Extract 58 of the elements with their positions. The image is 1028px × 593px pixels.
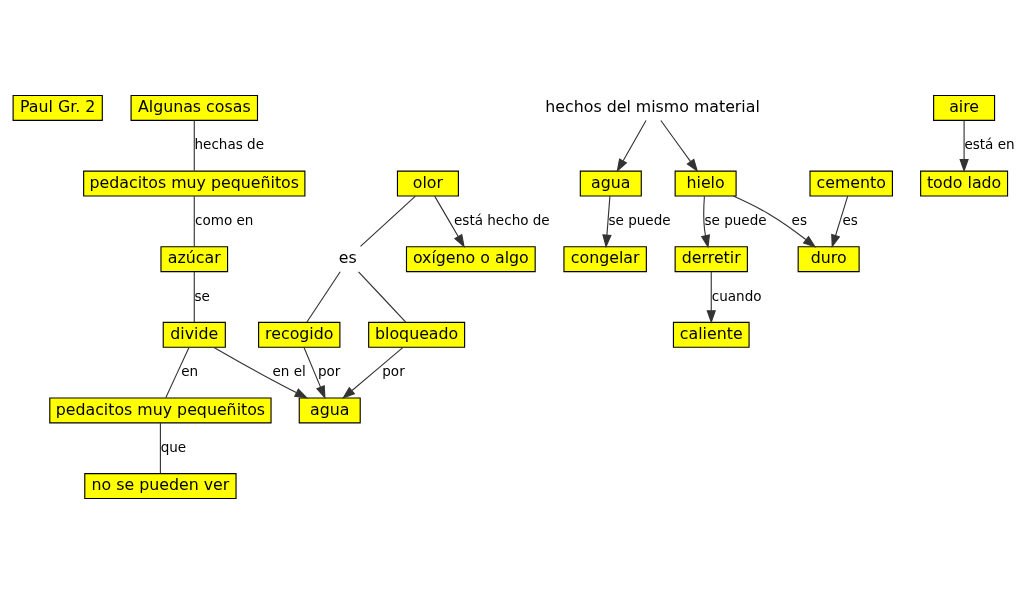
edge-label: hechas de: [194, 135, 265, 152]
edge-label: está en: [964, 135, 1015, 152]
node-text: es: [338, 247, 357, 267]
arrow: [959, 119, 969, 172]
node-box: recogido: [258, 321, 341, 348]
node-text: hechos del mismo material: [545, 96, 760, 116]
arrow: [732, 195, 817, 248]
arrow: [660, 119, 699, 172]
connector: [306, 270, 341, 323]
edge-label: por: [382, 362, 405, 379]
arrow: [700, 195, 711, 248]
node-box: azúcar: [160, 245, 229, 272]
connector: [193, 270, 195, 323]
node-box: derretir: [674, 245, 748, 272]
edge-label: en el: [272, 362, 306, 379]
edge-label: se puede: [608, 211, 671, 228]
connector: [358, 270, 407, 323]
node-box: Algunas cosas: [130, 94, 259, 121]
node-box: agua: [298, 396, 361, 423]
edge-label: por: [317, 362, 341, 379]
arrow: [602, 195, 612, 248]
connector: [193, 119, 195, 171]
arrow: [706, 270, 716, 324]
node-box: pedacitos muy pequeñitos: [83, 170, 306, 197]
edge-label: se puede: [704, 211, 767, 228]
node-box: duro: [797, 245, 860, 272]
connector: [159, 421, 161, 474]
node-box: hielo: [674, 170, 737, 197]
edge-label: como en: [194, 211, 254, 228]
edge-label: cuando: [711, 287, 762, 303]
node-box: cemento: [809, 170, 893, 197]
edge-label: está hecho de: [454, 211, 550, 228]
node-box: agua: [579, 170, 642, 197]
arrow: [303, 346, 326, 399]
edge-label: es: [842, 211, 858, 228]
connector: [359, 195, 416, 247]
node-box: todo lado: [920, 170, 1009, 197]
arrow: [341, 346, 404, 399]
arrow: [831, 195, 849, 248]
node-box: bloqueado: [368, 321, 466, 348]
arrow: [213, 346, 309, 399]
node-box: congelar: [563, 245, 647, 272]
connector: [165, 346, 190, 398]
node-box: no se pueden ver: [84, 472, 237, 499]
node-box: oxígeno o algo: [405, 245, 536, 272]
node-box: pedacitos muy pequeñitos: [49, 396, 272, 423]
edge-label: es: [791, 211, 807, 228]
arrow: [434, 195, 465, 248]
node-box: Paul Gr. 2: [12, 94, 103, 121]
node-box: caliente: [672, 321, 750, 348]
edge-label: en: [181, 362, 199, 379]
edge-label: se: [194, 287, 210, 303]
edge-label: que: [160, 438, 187, 455]
node-box: aire: [933, 94, 996, 121]
connector: [193, 195, 195, 247]
arrow: [616, 119, 647, 172]
node-box: olor: [396, 170, 459, 197]
node-box: divide: [162, 321, 226, 348]
